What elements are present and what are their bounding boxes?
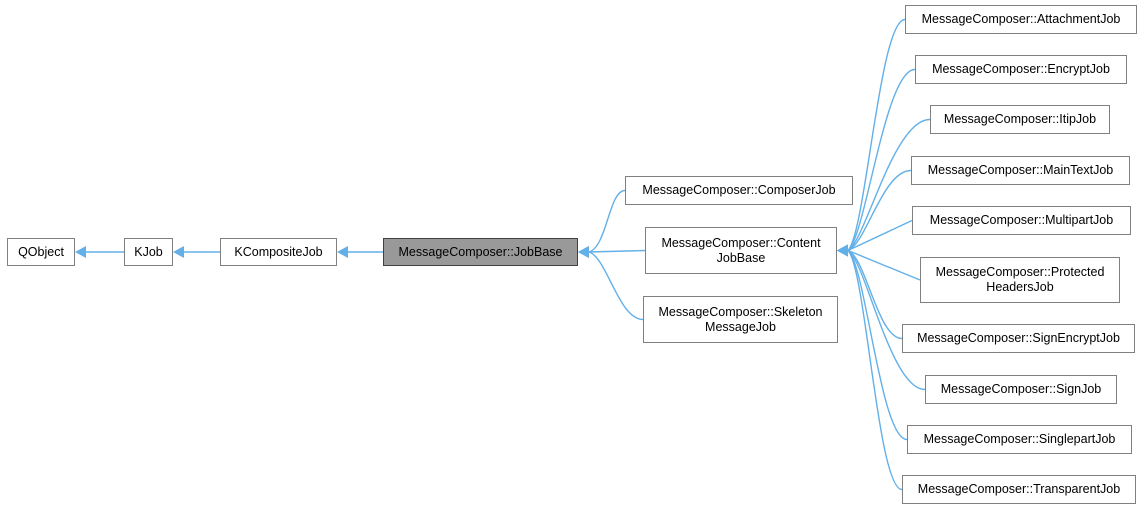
edge-contentjobbase-to-jobbase [578, 246, 646, 258]
class-node-kjob[interactable]: KJob [124, 238, 173, 266]
class-node-attachmentjob[interactable]: MessageComposer::AttachmentJob [905, 5, 1137, 34]
edge-composerjob-to-jobbase [578, 189, 626, 258]
class-node-itipjob[interactable]: MessageComposer::ItipJob [930, 105, 1110, 134]
class-node-multipartjob[interactable]: MessageComposer::MultipartJob [912, 206, 1131, 235]
edge-attachmentjob-to-contentjobbase [837, 18, 906, 257]
edge-multipartjob-to-contentjobbase [837, 219, 913, 257]
edge-singlepartjob-to-contentjobbase [837, 244, 908, 441]
class-node-signjob[interactable]: MessageComposer::SignJob [925, 375, 1117, 404]
class-node-maintextjob[interactable]: MessageComposer::MainTextJob [911, 156, 1130, 185]
edge-skeletonjob-to-jobbase [578, 246, 644, 321]
class-node-kcompositejob[interactable]: KCompositeJob [220, 238, 337, 266]
class-node-signencryptjob[interactable]: MessageComposer::SignEncryptJob [902, 324, 1135, 353]
class-node-encryptjob[interactable]: MessageComposer::EncryptJob [915, 55, 1127, 84]
edge-kcompositejob-to-kjob [173, 246, 220, 258]
class-node-composerjob[interactable]: MessageComposer::ComposerJob [625, 176, 853, 205]
class-node-protectedheaders[interactable]: MessageComposer::Protected HeadersJob [920, 257, 1120, 303]
class-node-contentjobbase[interactable]: MessageComposer::Content JobBase [645, 227, 837, 274]
class-node-jobbase[interactable]: MessageComposer::JobBase [383, 238, 578, 266]
class-node-singlepartjob[interactable]: MessageComposer::SinglepartJob [907, 425, 1132, 454]
edge-transparentjob-to-contentjobbase [837, 244, 903, 491]
edge-encryptjob-to-contentjobbase [837, 68, 916, 257]
edge-jobbase-to-kcompositejob [337, 246, 383, 258]
edge-kjob-to-qobject [75, 246, 124, 258]
edge-signjob-to-contentjobbase [837, 244, 926, 391]
edge-signencryptjob-to-contentjobbase [837, 244, 903, 340]
class-node-skeletonjob[interactable]: MessageComposer::Skeleton MessageJob [643, 296, 838, 343]
class-node-qobject[interactable]: QObject [7, 238, 75, 266]
class-node-transparentjob[interactable]: MessageComposer::TransparentJob [902, 475, 1136, 504]
edge-protectedheaders-to-contentjobbase [837, 244, 921, 281]
